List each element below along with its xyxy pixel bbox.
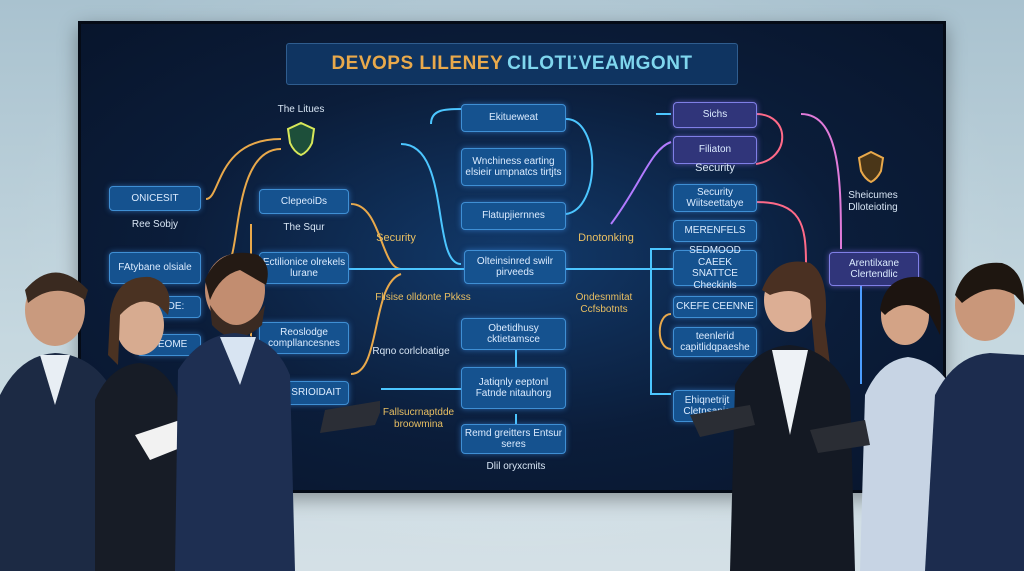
node-filiaton: Filiaton (673, 136, 757, 164)
node-jatiqnty: Jatiqnly eeptonl Fatnde nitauhorg (461, 367, 566, 409)
label-dlil: Dlil oryxcmits (486, 461, 546, 472)
node-reoslodge: Reoslodge compllancesnes (259, 322, 349, 354)
label-the-litues: The Litues (277, 104, 325, 115)
people-group-right (690, 261, 1024, 571)
node-obetidhusy: Obetidhusy cktietamsce (461, 318, 566, 350)
node-sichs: Sichs (673, 102, 757, 128)
label-fallsuc: Fallsucrnaptdde broowmina (382, 407, 455, 430)
shield-icon (857, 150, 885, 184)
title-part-1: DEVOPS LILENEY (331, 53, 504, 74)
label-dnotonking: Dnotonking (578, 232, 634, 244)
node-sedmood: SEDMOOD CAEEK SNATTCE Checkinls (673, 245, 757, 291)
node-wnchiness: Wnchiness earting elsieir umpnatcs tirtj… (461, 148, 566, 186)
label-security-right: Security (695, 162, 735, 174)
label-flisse: Flisise olldonte Pkkss (375, 292, 471, 303)
label-ondesnmitat: Ondesnmitat Ccfsbotnts (575, 292, 633, 315)
node-ekitueweat: Ekitueweat (461, 104, 566, 132)
label-rqno: Rqno corlcloatige (372, 346, 450, 357)
label-sheicumes: Sheicumes Dlloteioting (848, 190, 898, 213)
node-merenfels: MERENFELS (673, 220, 757, 242)
shield-icon (286, 121, 316, 157)
label-ree-sobjy: Ree Sobjy (131, 219, 179, 230)
node-olteinsinred: Olteinsinred swilr pirveeds (464, 250, 566, 284)
node-security-w: Security Wiitseettatye (673, 184, 757, 212)
node-flatupjiernnes: Flatupjiernnes (461, 202, 566, 230)
node-tenlerid: teenlerid capitlidqpaeshe (673, 327, 757, 357)
title-part-2: CILOTĽVEAMGONT (507, 53, 693, 74)
node-onicesit: ONICESIT (109, 186, 201, 211)
diagram-title: DEVOPS LILENEY CILOTĽVEAMGONT (286, 43, 738, 85)
node-ckefe: CKEFE CEENNE (673, 296, 757, 318)
label-security-left: Security (376, 232, 416, 244)
node-remd: Remd greitters Entsur seres (461, 424, 566, 454)
people-group-left (0, 252, 380, 571)
label-the-squr: The Squr (283, 222, 325, 233)
node-clepeoids: ClepeoiDs (259, 189, 349, 214)
